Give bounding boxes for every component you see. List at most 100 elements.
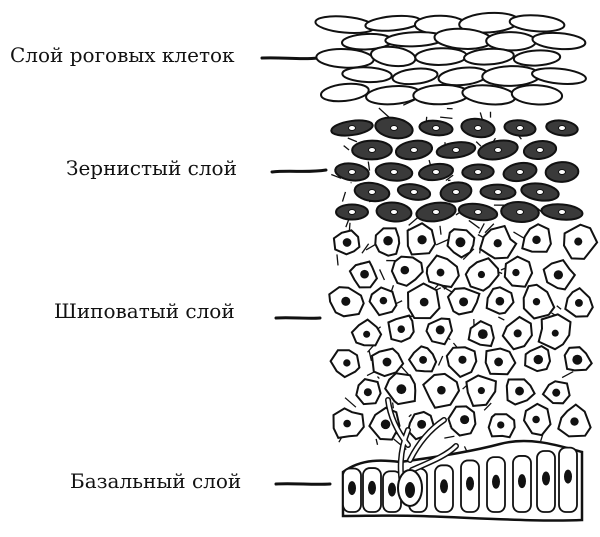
filament bbox=[379, 269, 386, 281]
tissue-illustration bbox=[314, 11, 599, 522]
melanocyte bbox=[385, 397, 459, 507]
cornified-cell bbox=[531, 31, 587, 51]
filament bbox=[376, 376, 380, 379]
basal-cell-nucleus bbox=[564, 469, 572, 484]
leader-line-granulosum bbox=[270, 168, 328, 174]
granular-cell-nucleus bbox=[494, 147, 502, 153]
spinous-cell-nucleus bbox=[459, 297, 469, 307]
filament bbox=[435, 238, 450, 246]
filament bbox=[440, 116, 453, 120]
spinous-cell-nucleus bbox=[397, 325, 406, 333]
filament bbox=[437, 355, 444, 366]
stratum-corneum-cells bbox=[314, 11, 587, 106]
stratum-granulosum-cells bbox=[330, 116, 584, 223]
cornified-cell bbox=[508, 14, 566, 33]
filament bbox=[344, 397, 357, 408]
granular-cell-nucleus bbox=[494, 189, 502, 195]
spinous-cell-nucleus bbox=[512, 268, 520, 277]
label-stratum-spinosum: Шиповатый слой bbox=[54, 299, 235, 323]
filament bbox=[468, 219, 480, 229]
spinous-cell-nucleus bbox=[363, 388, 372, 397]
spinous-cell-nucleus bbox=[380, 419, 391, 430]
granular-cell-nucleus bbox=[452, 189, 460, 195]
melanocyte-nucleus bbox=[405, 482, 415, 498]
label-stratum-basale: Базальный слой bbox=[70, 469, 241, 493]
filament bbox=[361, 243, 370, 254]
granular-cell-nucleus bbox=[432, 209, 440, 215]
spinous-cell-nucleus bbox=[379, 296, 388, 305]
cornified-cell bbox=[414, 47, 468, 66]
spinous-cell-nucleus bbox=[532, 415, 540, 424]
basal-cell-nucleus bbox=[492, 474, 500, 489]
granular-cell-nucleus bbox=[410, 147, 418, 153]
granular-cell-nucleus bbox=[474, 169, 482, 175]
spinous-cell-nucleus bbox=[382, 357, 392, 367]
spinous-cell-nucleus bbox=[552, 388, 561, 397]
filament bbox=[483, 402, 492, 411]
filament bbox=[556, 305, 562, 310]
spinous-cell-nucleus bbox=[533, 354, 544, 365]
spinous-cell-nucleus bbox=[396, 384, 407, 395]
melanocyte-dendrites-inner bbox=[386, 398, 458, 502]
granular-cell-nucleus bbox=[368, 189, 376, 195]
filament bbox=[439, 225, 442, 235]
spinous-cell-nucleus bbox=[493, 239, 502, 248]
spinous-cell-nucleus bbox=[532, 298, 541, 306]
spinous-cell-nucleus bbox=[343, 359, 351, 367]
cornified-cell bbox=[341, 66, 393, 84]
spinous-cell-nucleus bbox=[497, 421, 505, 429]
leader-line-basale bbox=[274, 482, 332, 486]
spinous-cell-nucleus bbox=[574, 237, 583, 246]
leader-line-spinosum bbox=[274, 316, 322, 320]
granular-cell-nucleus bbox=[348, 125, 356, 131]
filament bbox=[341, 191, 347, 202]
filament bbox=[408, 413, 412, 418]
spinous-cell-nucleus bbox=[436, 268, 445, 277]
granular-cell-nucleus bbox=[390, 209, 398, 215]
filament bbox=[347, 137, 358, 143]
granular-cell-nucleus bbox=[410, 189, 418, 195]
cornified-cell bbox=[391, 67, 439, 86]
spinous-cell-nucleus bbox=[477, 387, 485, 395]
granular-cell-nucleus bbox=[536, 147, 544, 153]
spinous-cell-nucleus bbox=[477, 329, 488, 340]
filament bbox=[343, 145, 350, 151]
filament bbox=[478, 223, 485, 234]
cornified-cell bbox=[512, 49, 562, 67]
granular-cell-nucleus bbox=[348, 169, 356, 175]
granular-cell-nucleus bbox=[474, 209, 482, 215]
spinous-cell-nucleus bbox=[458, 355, 467, 364]
granular-cell-nucleus bbox=[558, 125, 566, 131]
filament bbox=[378, 107, 391, 119]
cornified-cell bbox=[510, 84, 564, 106]
filament bbox=[375, 438, 379, 445]
spinous-cell-nucleus bbox=[495, 296, 505, 306]
cornified-cell bbox=[319, 82, 370, 103]
granular-cell-nucleus bbox=[390, 125, 398, 131]
spinous-cell-nucleus bbox=[363, 330, 371, 338]
spinous-cell-nucleus bbox=[435, 325, 445, 335]
filament bbox=[331, 173, 342, 179]
granular-cell-nucleus bbox=[474, 125, 482, 131]
basal-cell-nucleus bbox=[440, 479, 448, 494]
spinous-cell-nucleus bbox=[343, 419, 351, 428]
spinous-cell-nucleus bbox=[417, 419, 427, 429]
granular-cell-nucleus bbox=[432, 169, 440, 175]
spinous-cell-nucleus bbox=[572, 354, 583, 365]
filament bbox=[445, 174, 454, 182]
filament bbox=[498, 316, 505, 321]
granular-cell-nucleus bbox=[368, 147, 376, 153]
granular-cell-nucleus bbox=[432, 125, 440, 131]
filament bbox=[441, 285, 453, 293]
granular-cell-nucleus bbox=[558, 209, 566, 215]
spinous-cell-nucleus bbox=[437, 385, 446, 395]
spinous-cell-nucleus bbox=[400, 265, 410, 275]
spinous-cell-nucleus bbox=[477, 270, 486, 279]
spinous-cell-nucleus bbox=[551, 329, 559, 337]
granular-cell-nucleus bbox=[558, 169, 566, 175]
leader-line-corneum bbox=[260, 56, 320, 61]
granular-cell-nucleus bbox=[390, 169, 398, 175]
label-stratum-granulosum: Зернистый слой bbox=[66, 156, 237, 180]
spinous-cell-nucleus bbox=[341, 296, 351, 306]
